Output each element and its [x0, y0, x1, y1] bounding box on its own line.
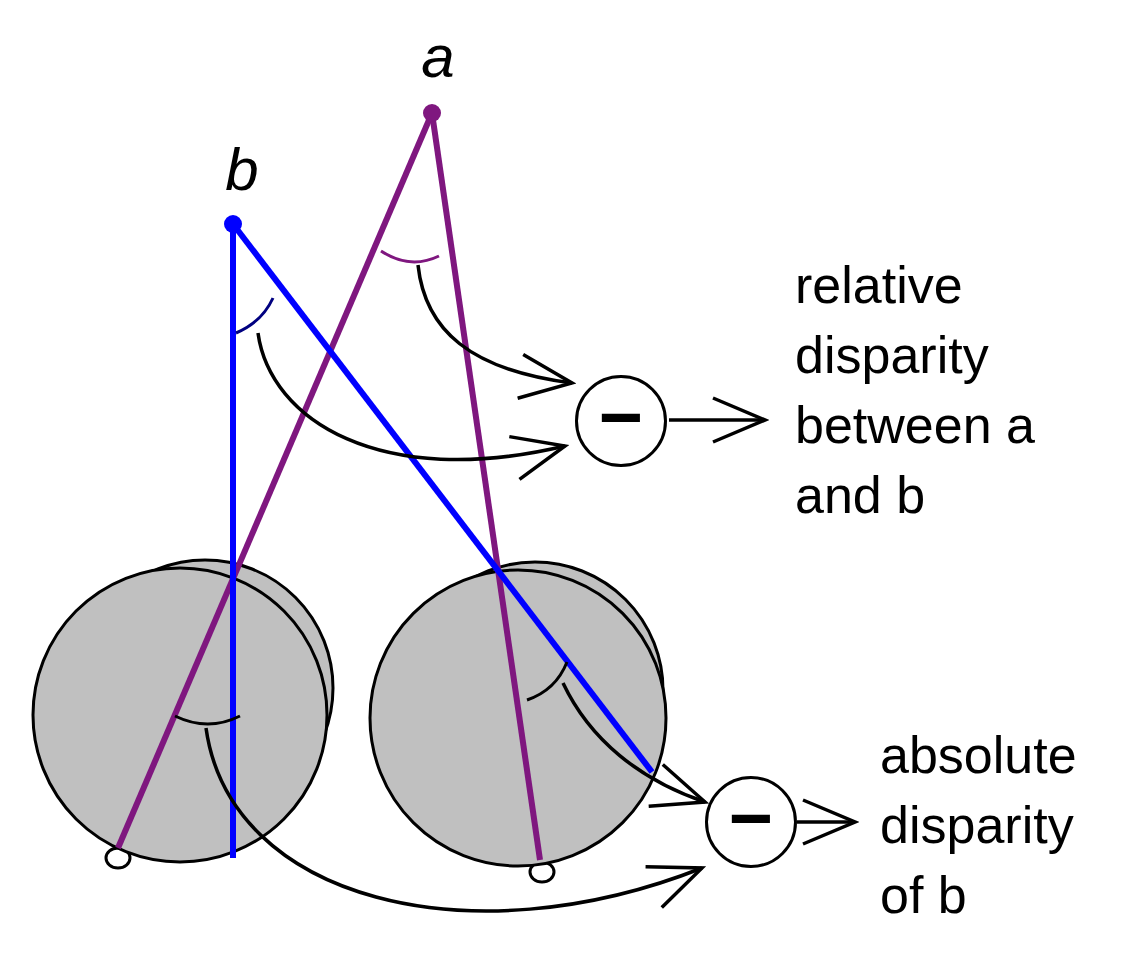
sight-lines [118, 113, 652, 860]
point-label: b [212, 135, 272, 205]
minus-sign: − [729, 780, 773, 856]
point-label: a [408, 22, 468, 92]
point-b [224, 215, 242, 233]
angle-arc [527, 662, 567, 700]
left-eye [33, 560, 333, 868]
point-a [423, 104, 441, 122]
subtractor-circle: − [575, 375, 667, 467]
output-label: relative disparity between a and b [795, 250, 1040, 530]
subtractor-circle: − [705, 776, 797, 868]
angle-arc [236, 298, 273, 333]
angle-arc [381, 251, 439, 262]
minus-sign: − [599, 379, 643, 455]
angle-arc [175, 716, 240, 724]
leader-arrows [206, 265, 855, 911]
output-label: absolute disparity of b [880, 720, 1115, 930]
